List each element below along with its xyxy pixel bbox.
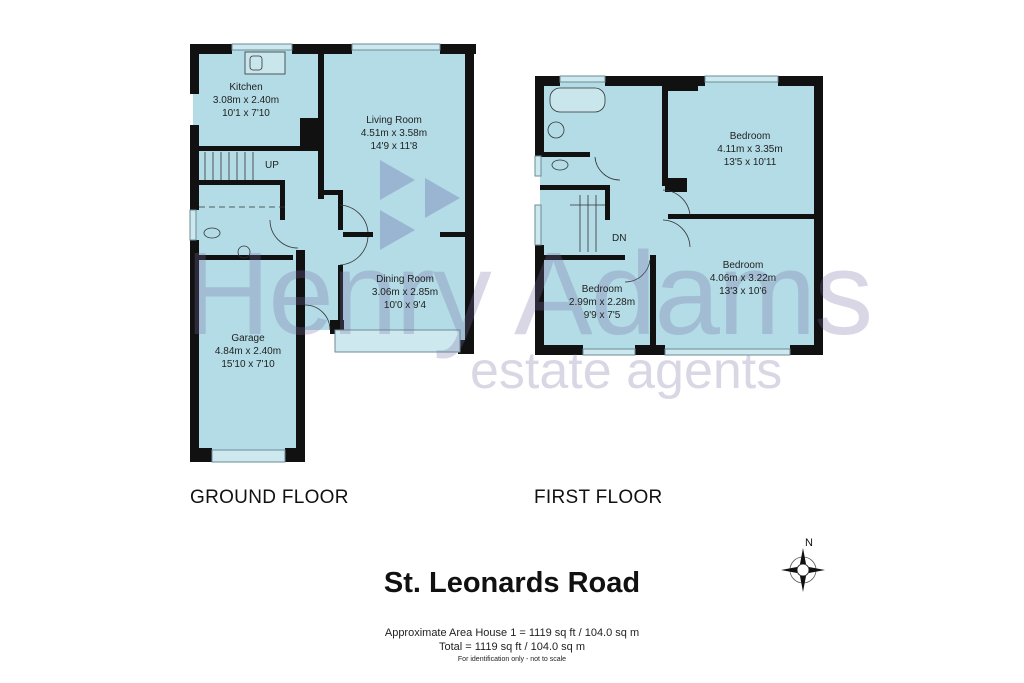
living-room-watermark-arrows: [380, 160, 460, 250]
watermark-brand: Henry Adams: [185, 228, 873, 360]
area-total: Total = 1119 sq ft / 104.0 sq m: [438, 641, 586, 653]
ground-floor-stairs: [199, 152, 369, 331]
first-floor-fixtures: [547, 87, 691, 283]
watermark-tagline: estate agents: [470, 342, 783, 400]
room-label-living-room: Living Room 4.51m x 3.58m 14'9 x 11'8: [360, 115, 428, 152]
room-label-kitchen: Kitchen 3.08m x 2.40m 10'1 x 7'10: [212, 82, 280, 119]
kitchen-fixtures: [203, 51, 286, 259]
stairs-up-label: UP: [265, 160, 279, 171]
room-label-dining-room: Dining Room 3.06m x 2.85m 10'0 x 9'4: [371, 274, 439, 311]
room-label-bedroom-1: Bedroom 4.11m x 3.35m 13'5 x 10'11: [717, 131, 783, 168]
disclaimer: For identification only - not to scale: [457, 656, 567, 663]
first-floor-title: FIRST FLOOR: [534, 487, 663, 508]
ground-floor-walls: [190, 44, 476, 462]
compass-north-label: N: [805, 537, 813, 549]
ground-floor-windows: [189, 43, 461, 463]
room-label-bedroom-3: Bedroom 2.99m x 2.28m 9'9 x 7'5: [568, 284, 636, 321]
area-house: Approximate Area House 1 = 1119 sq ft / …: [384, 627, 640, 639]
property-title: St. Leonards Road: [383, 567, 641, 599]
first-floor-walls: [535, 76, 823, 355]
stairs-down-label: DN: [612, 233, 627, 244]
first-floor-windows: [534, 75, 791, 356]
room-label-bedroom-2: Bedroom 4.06m x 3.22m 13'3 x 10'6: [709, 260, 777, 297]
room-label-garage: Garage 4.84m x 2.40m 15'10 x 7'10: [214, 333, 282, 370]
compass-rose: [781, 548, 825, 592]
ground-floor-title: GROUND FLOOR: [190, 487, 349, 508]
